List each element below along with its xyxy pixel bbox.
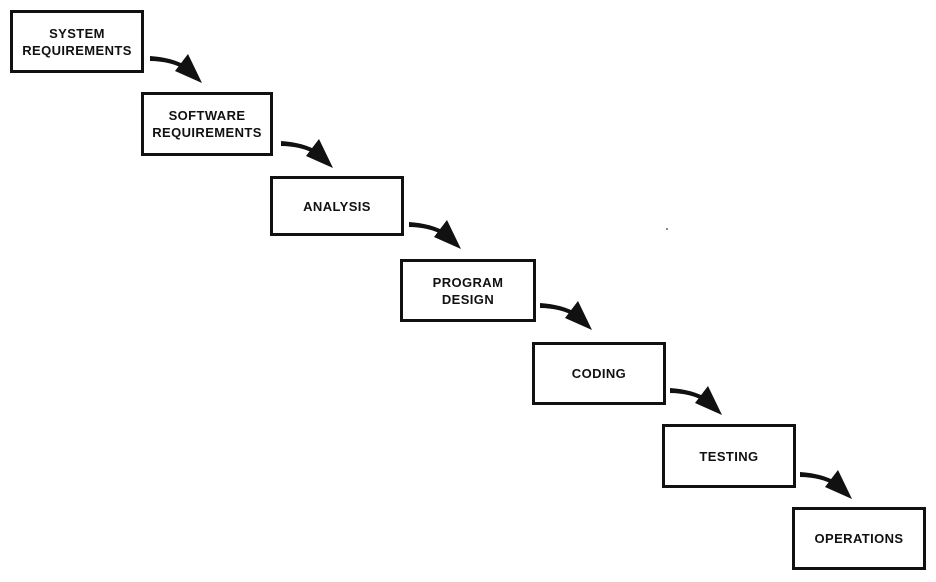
stage-testing: TESTING — [662, 424, 796, 488]
stage-label: SYSTEM REQUIREMENTS — [22, 25, 132, 58]
stage-software-requirements: SOFTWARE REQUIREMENTS — [141, 92, 273, 156]
stage-coding: CODING — [532, 342, 666, 405]
stage-operations: OPERATIONS — [792, 507, 926, 570]
stage-system-requirements: SYSTEM REQUIREMENTS — [10, 10, 144, 73]
stage-label: TESTING — [699, 448, 759, 464]
stage-label: CODING — [571, 366, 627, 381]
stage-analysis: ANALYSIS — [270, 176, 404, 236]
stage-program-design: PROGRAM DESIGN — [400, 259, 536, 322]
arrow-analysis-to-design — [409, 220, 461, 249]
arrow-design-to-coding — [540, 301, 592, 330]
arrow-system-to-software — [150, 54, 202, 83]
arrow-software-to-analysis — [281, 139, 333, 168]
arrow-coding-to-testing — [670, 386, 722, 415]
stage-label: PROGRAM DESIGN — [432, 274, 504, 307]
stage-label: OPERATIONS — [814, 531, 904, 546]
scan-speck — [666, 228, 668, 230]
arrow-testing-to-operations — [800, 470, 852, 499]
stage-label: ANALYSIS — [303, 198, 371, 214]
stage-label: SOFTWARE REQUIREMENTS — [152, 108, 262, 140]
